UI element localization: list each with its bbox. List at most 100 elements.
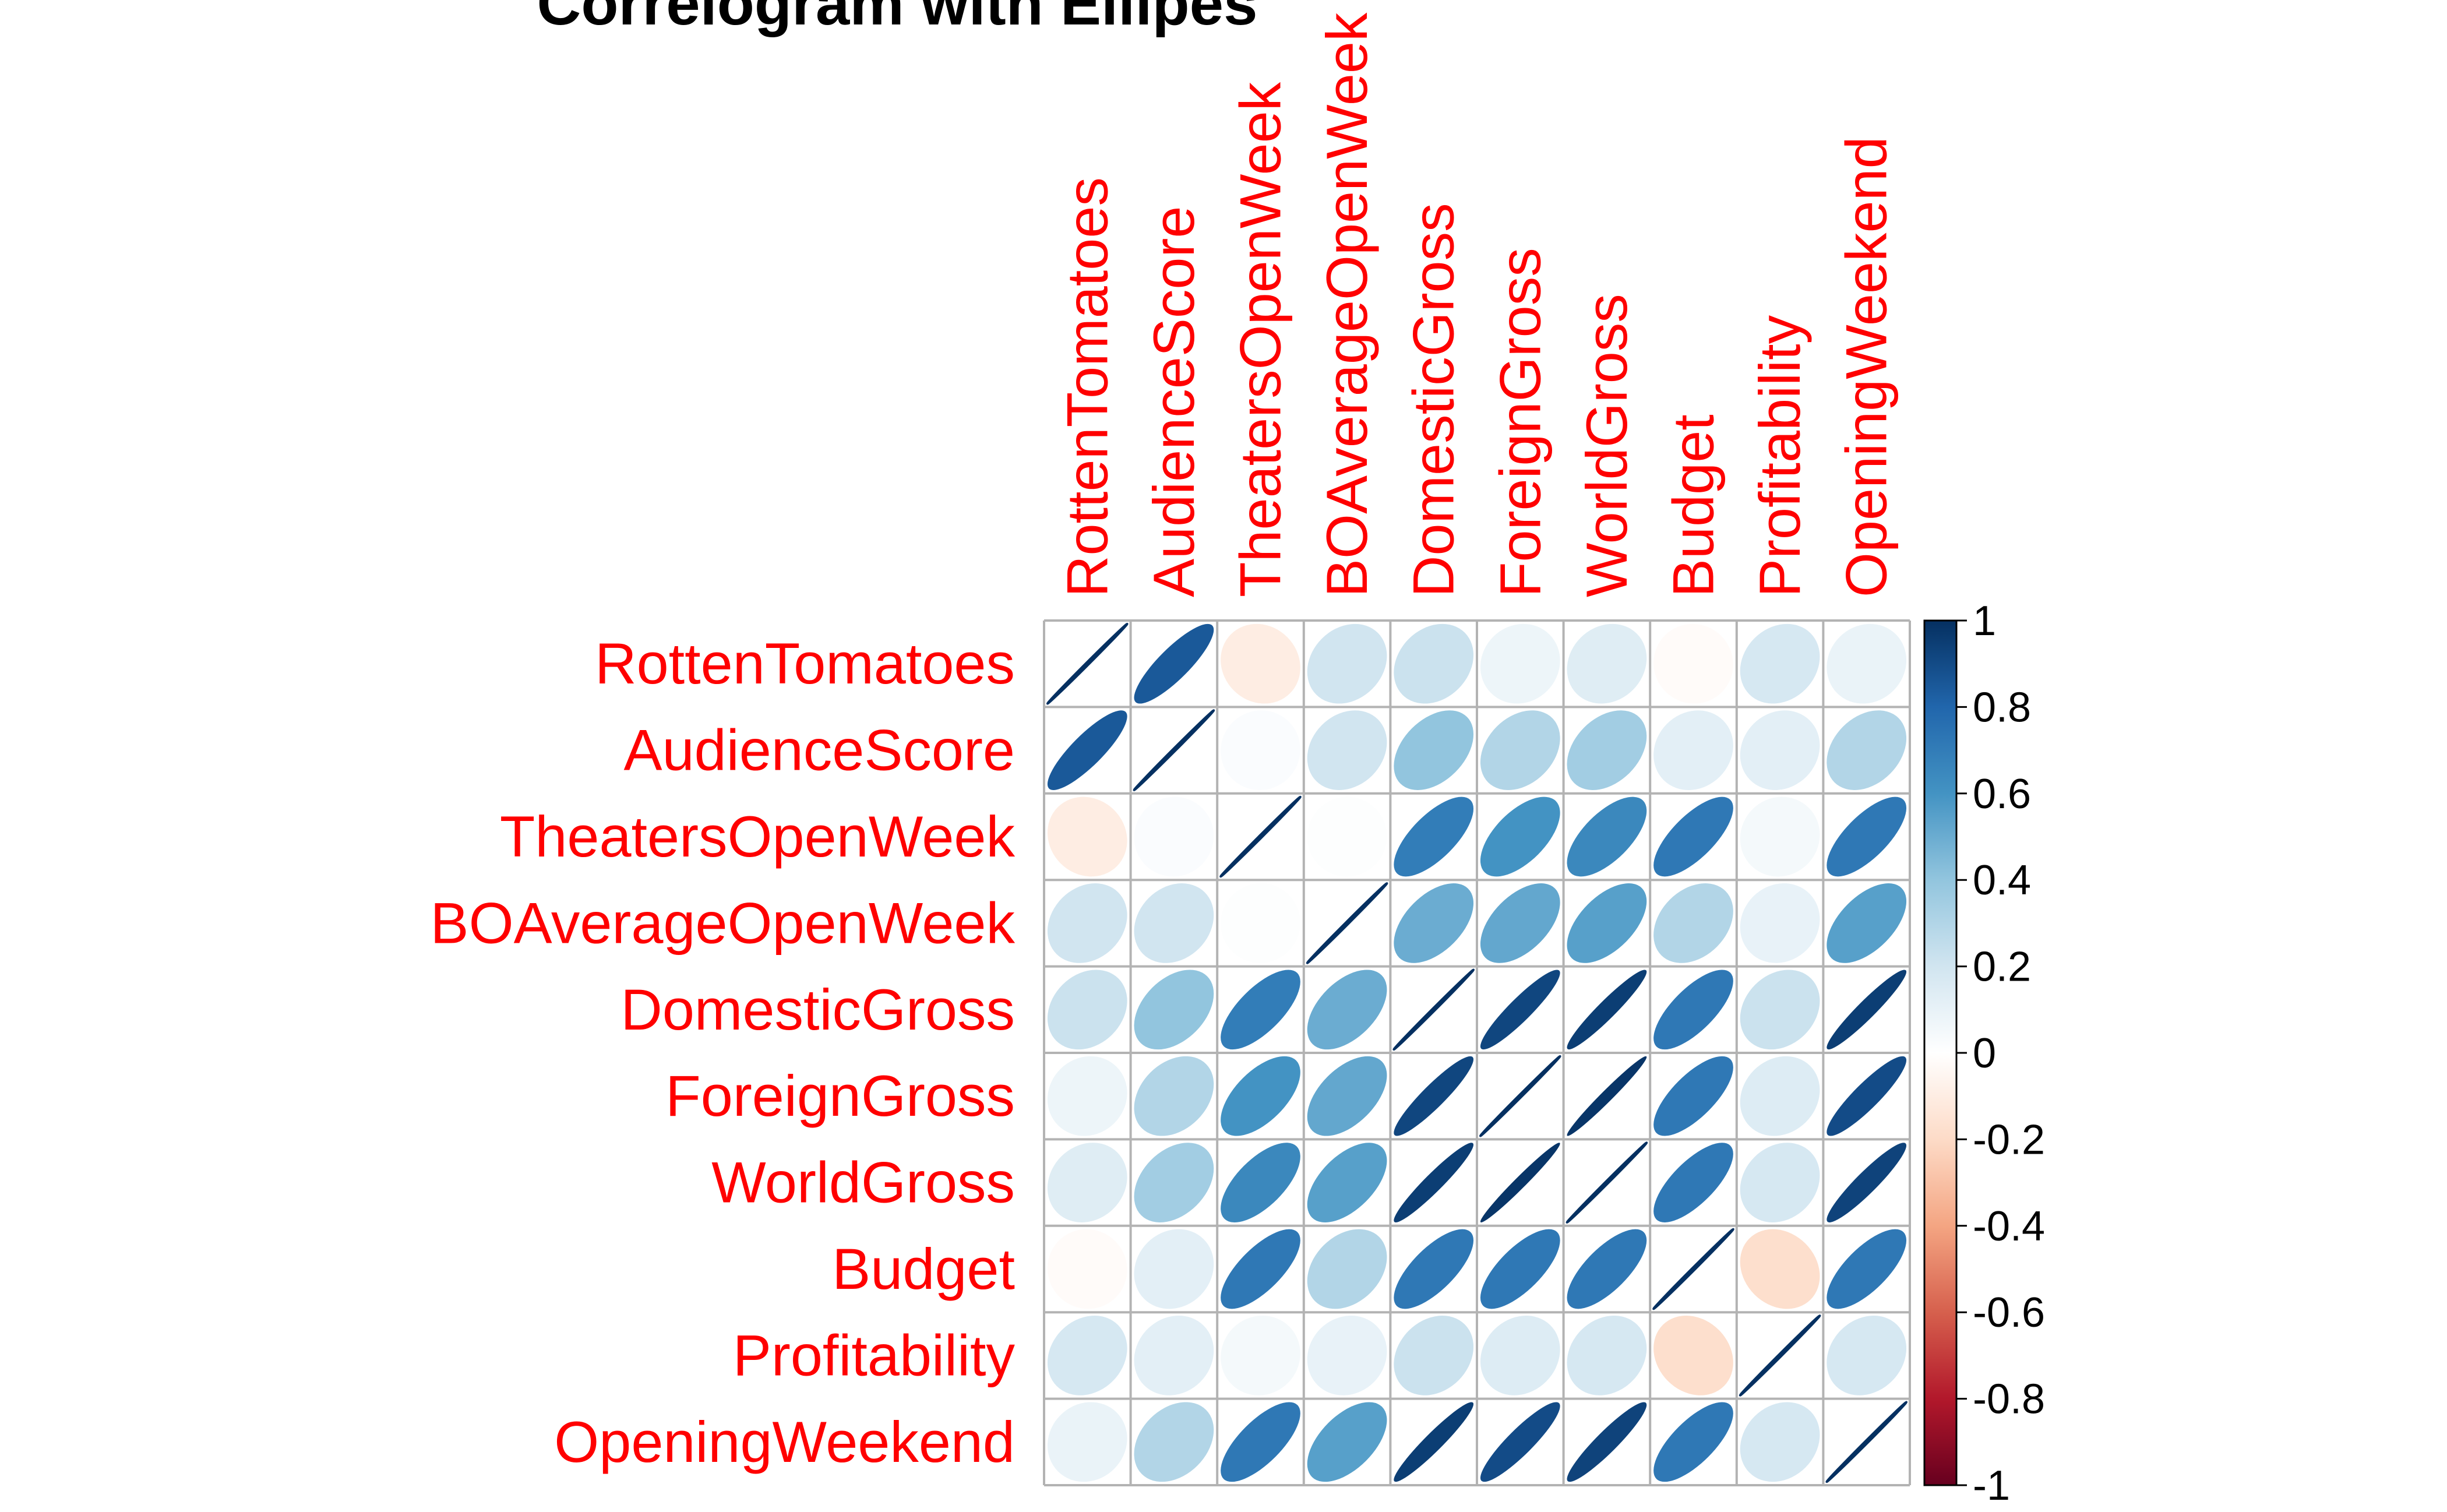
corr-ellipse-WorldGross-ForeignGross [1480,1143,1560,1222]
colorbar-tick-label: 0.8 [1973,684,2031,731]
corr-ellipse-RottenTomatoes-AudienceScore [1134,623,1214,704]
corr-ellipse-OpeningWeekend-TheatersOpenWeek [1221,1402,1300,1482]
corr-ellipse-TheatersOpenWeek-ForeignGross [1480,796,1560,877]
corr-ellipse-BOAverageOpenWeek-Budget [1653,883,1733,963]
colorbar-tick-label: 0.4 [1973,857,2031,904]
corr-ellipse-RottenTomatoes-Profitability [1740,623,1820,704]
colorbar-tick-label: 0.2 [1973,944,2031,991]
corr-ellipse-AudienceScore-ForeignGross [1480,710,1560,790]
corr-ellipse-DomesticGross-OpeningWeekend [1827,970,1907,1050]
corr-ellipse-ForeignGross-TheatersOpenWeek [1221,1056,1300,1136]
row-label-ForeignGross: ForeignGross [665,1063,1015,1128]
corr-ellipse-OpeningWeekend-Profitability [1740,1402,1820,1482]
corr-ellipse-AudienceScore-WorldGross [1567,710,1647,790]
column-label-AudienceScore: AudienceScore [1141,206,1206,597]
corr-ellipse-DomesticGross-DomesticGross [1392,968,1475,1051]
corr-ellipse-Profitability-TheatersOpenWeek [1221,1316,1300,1395]
corr-ellipse-BOAverageOpenWeek-ForeignGross [1480,883,1560,963]
corr-ellipse-Profitability-DomesticGross [1394,1316,1474,1395]
corr-ellipse-WorldGross-RottenTomatoes [1047,1143,1127,1222]
corr-ellipse-RottenTomatoes-WorldGross [1567,623,1647,704]
corr-ellipse-ForeignGross-ForeignGross [1479,1055,1561,1137]
corr-ellipse-TheatersOpenWeek-BOAverageOpenWeek [1307,796,1387,877]
corr-ellipse-WorldGross-TheatersOpenWeek [1221,1143,1300,1222]
row-label-AudienceScore: AudienceScore [624,718,1015,783]
corr-ellipse-ForeignGross-DomesticGross [1394,1056,1474,1136]
corr-ellipse-OpeningWeekend-AudienceScore [1134,1402,1214,1482]
corr-ellipse-Profitability-RottenTomatoes [1047,1316,1127,1395]
corr-ellipse-AudienceScore-OpeningWeekend [1827,710,1907,790]
corr-ellipse-BOAverageOpenWeek-Profitability [1740,883,1820,963]
row-label-RottenTomatoes: RottenTomatoes [595,631,1015,696]
corr-ellipse-Profitability-Profitability [1739,1314,1821,1397]
corr-ellipse-AudienceScore-Profitability [1740,710,1820,790]
colorbar-tick-label: -0.8 [1973,1376,2045,1423]
corr-ellipse-Profitability-AudienceScore [1134,1316,1214,1395]
corr-ellipse-WorldGross-Profitability [1740,1143,1820,1222]
colorbar-tick-label: -0.2 [1973,1116,2045,1163]
corr-ellipse-WorldGross-DomesticGross [1394,1143,1474,1222]
corr-ellipse-TheatersOpenWeek-WorldGross [1567,796,1647,877]
corr-ellipse-BOAverageOpenWeek-OpeningWeekend [1827,883,1907,963]
corr-ellipse-AudienceScore-TheatersOpenWeek [1221,710,1300,790]
colorbar-tick-label: 0.6 [1973,771,2031,817]
column-label-Budget: Budget [1661,414,1726,597]
corr-ellipse-DomesticGross-AudienceScore [1134,970,1214,1050]
corr-ellipse-Budget-ForeignGross [1480,1229,1560,1309]
column-label-ForeignGross: ForeignGross [1487,248,1552,597]
corr-ellipse-Budget-OpeningWeekend [1827,1229,1907,1309]
row-label-WorldGross: WorldGross [711,1150,1015,1215]
corr-ellipse-OpeningWeekend-OpeningWeekend [1825,1401,1908,1483]
corr-ellipse-OpeningWeekend-RottenTomatoes [1047,1402,1127,1482]
corr-ellipse-BOAverageOpenWeek-AudienceScore [1134,883,1214,963]
corr-ellipse-OpeningWeekend-Budget [1653,1402,1733,1482]
corr-ellipse-DomesticGross-RottenTomatoes [1047,970,1127,1050]
corr-ellipse-OpeningWeekend-DomesticGross [1394,1402,1474,1482]
corr-ellipse-Budget-Budget [1652,1228,1734,1310]
corr-ellipse-DomesticGross-TheatersOpenWeek [1221,970,1300,1050]
corr-ellipse-Profitability-Budget [1653,1316,1733,1395]
colorbar-tick-label: 1 [1973,598,1996,644]
corr-ellipse-DomesticGross-ForeignGross [1480,970,1560,1050]
corr-ellipse-Budget-BOAverageOpenWeek [1307,1229,1387,1309]
corr-ellipse-Budget-TheatersOpenWeek [1221,1229,1300,1309]
chart-title: Correlogram with Ellipes [537,0,1258,38]
corr-ellipse-RottenTomatoes-RottenTomatoes [1046,622,1129,705]
corr-ellipse-TheatersOpenWeek-Budget [1653,796,1733,877]
corr-ellipse-Profitability-BOAverageOpenWeek [1307,1316,1387,1395]
column-label-OpeningWeekend: OpeningWeekend [1834,136,1899,597]
corr-ellipse-WorldGross-AudienceScore [1134,1143,1214,1222]
corr-ellipse-ForeignGross-WorldGross [1567,1056,1647,1136]
column-label-TheatersOpenWeek: TheatersOpenWeek [1228,82,1293,597]
correlation-cells [1043,619,1911,1486]
corr-ellipse-OpeningWeekend-ForeignGross [1480,1402,1560,1482]
corr-ellipse-RottenTomatoes-BOAverageOpenWeek [1307,623,1387,704]
colorbar-tick-label: -0.6 [1973,1289,2045,1336]
corr-ellipse-ForeignGross-OpeningWeekend [1827,1056,1907,1136]
corr-ellipse-WorldGross-BOAverageOpenWeek [1307,1143,1387,1222]
corr-ellipse-RottenTomatoes-OpeningWeekend [1827,623,1907,704]
corr-ellipse-RottenTomatoes-Budget [1653,623,1733,704]
colorbar-tick-label: 0 [1973,1030,1996,1077]
column-labels: RottenTomatoes AudienceScore TheatersOpenW… [1055,12,1898,597]
row-label-Budget: Budget [832,1236,1015,1301]
corr-ellipse-Profitability-ForeignGross [1480,1316,1560,1395]
corr-ellipse-Budget-RottenTomatoes [1047,1229,1127,1309]
corr-ellipse-Profitability-WorldGross [1567,1316,1647,1395]
corr-ellipse-TheatersOpenWeek-TheatersOpenWeek [1219,795,1302,878]
corr-ellipse-DomesticGross-Budget [1653,970,1733,1050]
corr-ellipse-WorldGross-WorldGross [1565,1141,1648,1224]
corr-ellipse-ForeignGross-AudienceScore [1134,1056,1214,1136]
corr-ellipse-TheatersOpenWeek-RottenTomatoes [1047,796,1127,877]
corr-ellipse-AudienceScore-AudienceScore [1133,709,1215,791]
corr-ellipse-BOAverageOpenWeek-BOAverageOpenWeek [1306,882,1388,964]
row-label-TheatersOpenWeek: TheatersOpenWeek [500,804,1016,869]
corr-ellipse-WorldGross-Budget [1653,1143,1733,1222]
corr-ellipse-ForeignGross-BOAverageOpenWeek [1307,1056,1387,1136]
column-label-WorldGross: WorldGross [1574,294,1639,597]
column-label-RottenTomatoes: RottenTomatoes [1055,177,1119,597]
corr-ellipse-DomesticGross-WorldGross [1567,970,1647,1050]
colorbar-tick-label: -0.4 [1973,1203,2045,1250]
colorbar-tick-label: -1 [1973,1462,2010,1509]
